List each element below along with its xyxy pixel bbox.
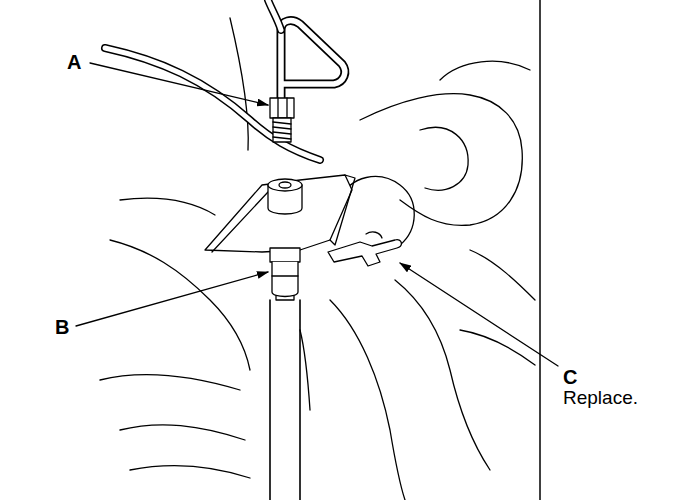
callout-letter: C — [562, 366, 578, 388]
callout-letter: A — [66, 51, 82, 73]
callout-letter: B — [54, 316, 70, 338]
note-text: Replace. — [562, 388, 639, 409]
